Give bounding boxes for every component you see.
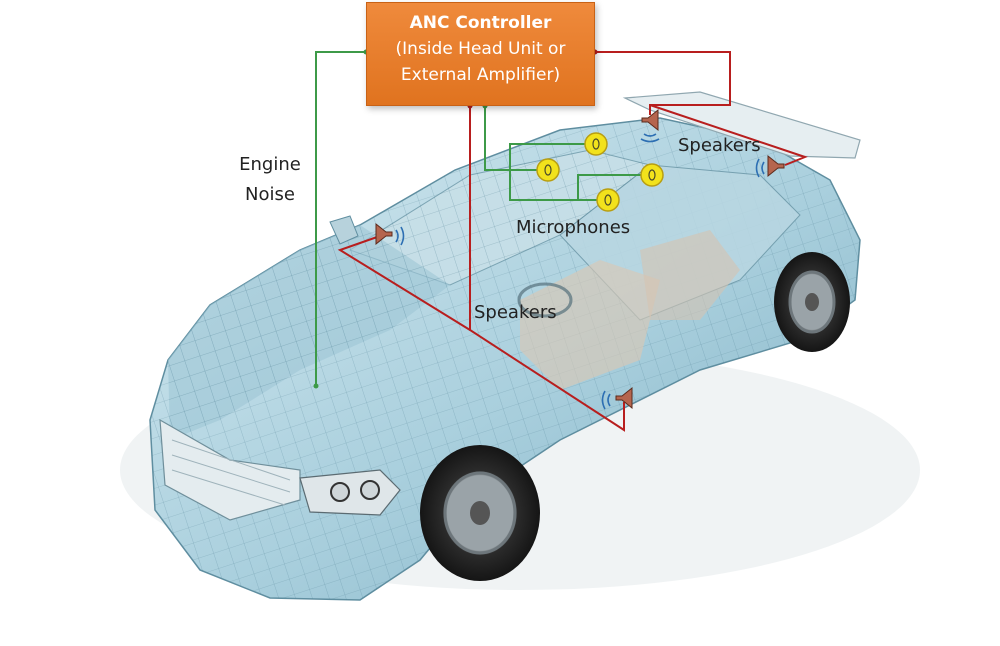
engine-noise-label-line2: Noise [245, 184, 295, 205]
engine-noise-label: Engine Noise [222, 150, 318, 210]
engine-noise-label-line1: Engine [239, 154, 301, 175]
front-wheel [420, 445, 540, 581]
controller-title: ANC Controller [409, 13, 552, 33]
microphone-icon [596, 188, 620, 212]
controller-subtitle-line2: External Amplifier) [400, 65, 561, 85]
rear-speakers-label: Speakers [678, 135, 761, 156]
controller-subtitle-line1: (Inside Head Unit or [395, 39, 566, 59]
front-speakers-label: Speakers [474, 302, 557, 323]
microphone-icon [584, 132, 608, 156]
microphone-wires [484, 106, 652, 201]
speaker-wires [337, 51, 808, 432]
engine-noise-wire [315, 51, 366, 386]
speaker-icon [640, 108, 660, 143]
speaker-icons [375, 108, 785, 410]
microphones-label: Microphones [516, 217, 631, 238]
car-body [149, 91, 861, 601]
speaker-icon [601, 386, 633, 410]
microphone-icons [536, 132, 664, 212]
microphone-icon [640, 163, 664, 187]
microphone-icon [536, 158, 560, 182]
anc-controller-box: ANC Controller (Inside Head Unit or Exte… [366, 2, 595, 106]
rear-wheel [774, 252, 850, 352]
speaker-icon [755, 154, 785, 178]
speaker-icon [375, 222, 405, 246]
